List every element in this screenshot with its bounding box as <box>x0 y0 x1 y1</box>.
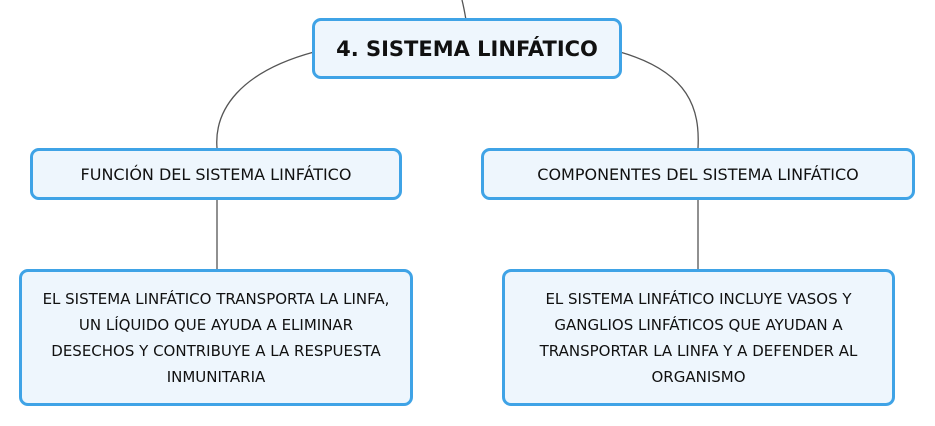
detail-function[interactable]: EL SISTEMA LINFÁTICO TRANSPORTA LA LINFA… <box>19 269 413 406</box>
root-topic[interactable]: 4. SISTEMA LINFÁTICO <box>312 18 622 79</box>
detail-components[interactable]: EL SISTEMA LINFÁTICO INCLUYE VASOS Y GAN… <box>502 269 895 406</box>
root-topic-label: 4. SISTEMA LINFÁTICO <box>336 36 598 61</box>
topic-function[interactable]: FUNCIÓN DEL SISTEMA LINFÁTICO <box>30 148 402 200</box>
topic-components-label: COMPONENTES DEL SISTEMA LINFÁTICO <box>537 164 859 184</box>
detail-components-text: EL SISTEMA LINFÁTICO INCLUYE VASOS Y GAN… <box>539 289 858 386</box>
connector-root-to-function <box>216 51 315 149</box>
connector-from-parent <box>461 0 467 21</box>
topic-function-label: FUNCIÓN DEL SISTEMA LINFÁTICO <box>80 164 352 184</box>
topic-components[interactable]: COMPONENTES DEL SISTEMA LINFÁTICO <box>481 148 915 200</box>
connector-root-to-components <box>619 51 699 149</box>
detail-function-text: EL SISTEMA LINFÁTICO TRANSPORTA LA LINFA… <box>42 289 390 386</box>
